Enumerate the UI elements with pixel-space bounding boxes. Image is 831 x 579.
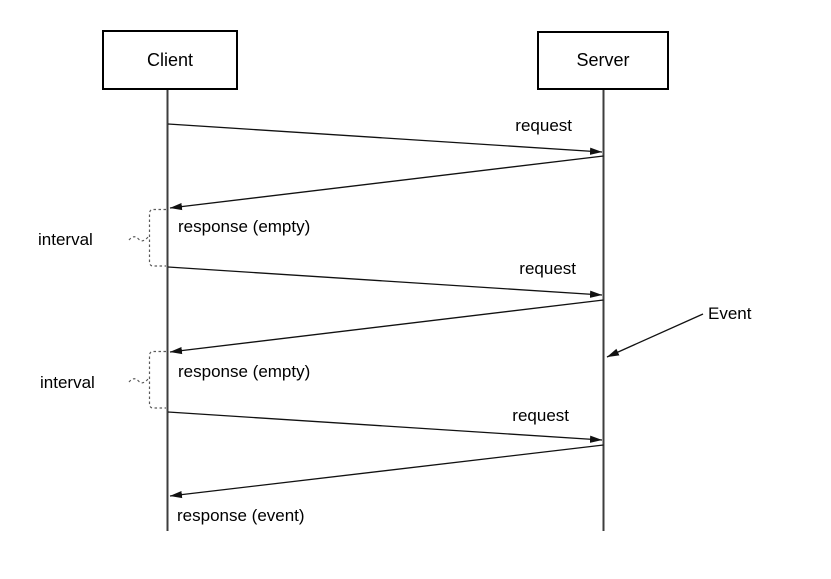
interval-label-2: interval bbox=[40, 373, 95, 392]
interval-connector-1 bbox=[128, 236, 149, 242]
message-arrow-request-3 bbox=[167, 411, 603, 443]
message-label-response-1: response (empty) bbox=[178, 217, 310, 236]
interval-connector-2 bbox=[128, 378, 149, 384]
message-arrow-request-1 bbox=[167, 123, 603, 155]
event-label: Event bbox=[708, 304, 752, 323]
message-arrow-request-2 bbox=[167, 266, 603, 298]
server-actor-box bbox=[537, 31, 669, 90]
client-actor-box bbox=[102, 30, 238, 90]
interval-bracket-1 bbox=[148, 208, 166, 267]
message-label-response-3: response (event) bbox=[177, 506, 305, 525]
message-arrow-response-3 bbox=[169, 444, 604, 499]
message-label-request-1: request bbox=[515, 116, 572, 135]
message-arrow-response-1 bbox=[169, 155, 604, 211]
server-actor-label: Server bbox=[576, 50, 629, 70]
interval-bracket-2 bbox=[148, 350, 166, 409]
client-actor-label: Client bbox=[147, 50, 193, 70]
message-label-request-3: request bbox=[512, 406, 569, 425]
message-label-response-2: response (empty) bbox=[178, 362, 310, 381]
event-arrow bbox=[606, 313, 704, 358]
message-arrow-response-2 bbox=[169, 299, 604, 355]
interval-label-1: interval bbox=[38, 230, 93, 249]
message-label-request-2: request bbox=[519, 259, 576, 278]
